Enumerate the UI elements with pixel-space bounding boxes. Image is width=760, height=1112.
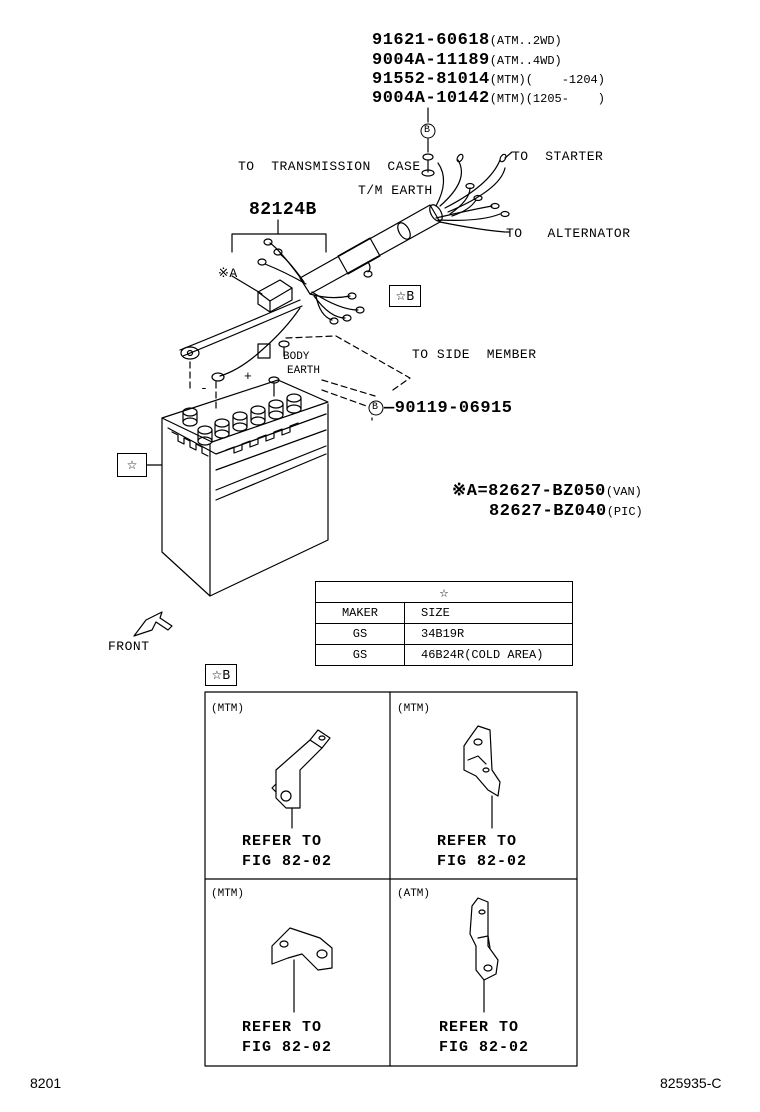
panel-variant: (MTM) <box>211 888 245 900</box>
label-to-transmission-case: TO TRANSMISSION CASE <box>238 159 421 174</box>
header-part-row: 9004A-11189(ATM..4WD) <box>372 52 562 69</box>
part-note: (ATM..2WD) <box>489 34 562 48</box>
header-part-row: 91552-81014(MTM)( -1204) <box>372 71 605 88</box>
battery-caps <box>182 376 302 446</box>
table-column-row: MAKER SIZE <box>315 602 573 624</box>
label-body: BODY <box>283 351 310 363</box>
bracket-sketch-1 <box>271 729 331 829</box>
part-number: 91552-81014 <box>372 70 490 89</box>
panel-fig-link[interactable]: FIG 82-02 <box>439 1039 530 1056</box>
part-a-row: ※A=82627-BZ050(VAN) <box>452 483 642 500</box>
panel-variant: (MTM) <box>397 703 431 715</box>
star-b-section-label: ☆B <box>205 664 237 686</box>
star-b-frame <box>204 691 578 1067</box>
part-number: 91621-60618 <box>372 31 490 50</box>
bracket-82124b <box>231 233 327 253</box>
panel-refer: REFER TO <box>242 1019 323 1036</box>
part-note: (ATM..4WD) <box>489 54 562 68</box>
bolt-dash: — <box>384 399 395 418</box>
callout-b-letter: B <box>372 402 379 413</box>
tm-earth-bolt <box>421 153 435 177</box>
cell-size: 34B19R <box>404 623 573 645</box>
part-note: (PIC) <box>606 505 643 519</box>
label-harness-part: 82124B <box>249 200 317 220</box>
harness-branches-right <box>435 202 511 233</box>
label-to-alternator: TO ALTERNATOR <box>506 226 631 241</box>
fuse-block <box>231 275 293 313</box>
label-ref-a: ※A <box>218 266 238 281</box>
panel-fig-link[interactable]: FIG 82-02 <box>242 1039 333 1056</box>
part-number: 9004A-11189 <box>372 51 490 70</box>
part-note: (MTM)(1205- ) <box>489 92 605 106</box>
footer-figure-code: 825935-C <box>660 1075 722 1091</box>
negative-cable <box>179 299 303 360</box>
cell-maker: GS <box>315 644 405 666</box>
leader-ref-a <box>231 275 263 295</box>
star-battery-box: ☆ <box>117 453 147 477</box>
harness-tube <box>299 204 443 295</box>
part-number: 9004A-10142 <box>372 89 490 108</box>
star-b-callout-box: ☆B <box>389 285 421 307</box>
cell-maker: GS <box>315 623 405 645</box>
label-to-side-member: TO SIDE MEMBER <box>412 347 537 362</box>
bracket-sketch-2 <box>463 725 501 829</box>
label-to-starter: TO STARTER <box>512 149 604 164</box>
panel-variant: (ATM) <box>397 888 431 900</box>
table-row: GS 46B24R(COLD AREA) <box>315 644 573 666</box>
bolt-part-number: 90119-06915 <box>394 399 513 418</box>
header-part-row: 91621-60618(ATM..2WD) <box>372 32 562 49</box>
header-part-row: 9004A-10142(MTM)(1205- ) <box>372 90 605 107</box>
panel-refer: REFER TO <box>242 833 323 850</box>
front-arrow <box>133 611 173 637</box>
panel-refer: REFER TO <box>439 1019 520 1036</box>
part-a-row: 82627-BZ040(PIC) <box>489 503 643 520</box>
panel-fig-link[interactable]: FIG 82-02 <box>437 853 528 870</box>
label-earth: EARTH <box>287 365 321 377</box>
positive-cable <box>211 307 301 382</box>
label-bolt-part: —90119-06915 <box>384 400 512 417</box>
panel-refer: REFER TO <box>437 833 518 850</box>
column-header-maker: MAKER <box>315 602 405 624</box>
callout-b-circles <box>368 123 436 416</box>
panel-variant: (MTM) <box>211 703 245 715</box>
panel-fig-link[interactable]: FIG 82-02 <box>242 853 333 870</box>
footer-page-code: 8201 <box>30 1075 62 1091</box>
part-note: (VAN) <box>605 485 642 499</box>
part-number: 82627-BZ040 <box>489 502 607 521</box>
dashed-leaders <box>189 335 411 421</box>
bracket-sketch-4 <box>469 897 499 1013</box>
label-plus: + <box>244 369 253 384</box>
bracket-sketch-3 <box>271 927 333 1013</box>
table-row: GS 34B19R <box>315 623 573 645</box>
battery-rim <box>171 431 209 457</box>
part-a-prefix: ※A= <box>452 482 489 501</box>
battery-body <box>161 379 329 597</box>
table-header-row: ☆ <box>315 581 573 603</box>
part-number: 82627-BZ050 <box>488 482 606 501</box>
table-header-star: ☆ <box>315 581 573 603</box>
battery-spec-table: ☆ MAKER SIZE GS 34B19R GS 46B24R(COLD AR… <box>315 581 573 666</box>
label-minus: - <box>200 381 209 396</box>
harness-branches-left <box>257 238 373 325</box>
label-tm-earth: T/M EARTH <box>358 183 433 198</box>
cell-size: 46B24R(COLD AREA) <box>404 644 573 666</box>
part-note: (MTM)( -1204) <box>489 73 605 87</box>
label-front: FRONT <box>108 639 150 654</box>
column-header-size: SIZE <box>404 602 573 624</box>
callout-b-letter: B <box>424 125 431 136</box>
harness-branches-upper <box>435 151 513 217</box>
